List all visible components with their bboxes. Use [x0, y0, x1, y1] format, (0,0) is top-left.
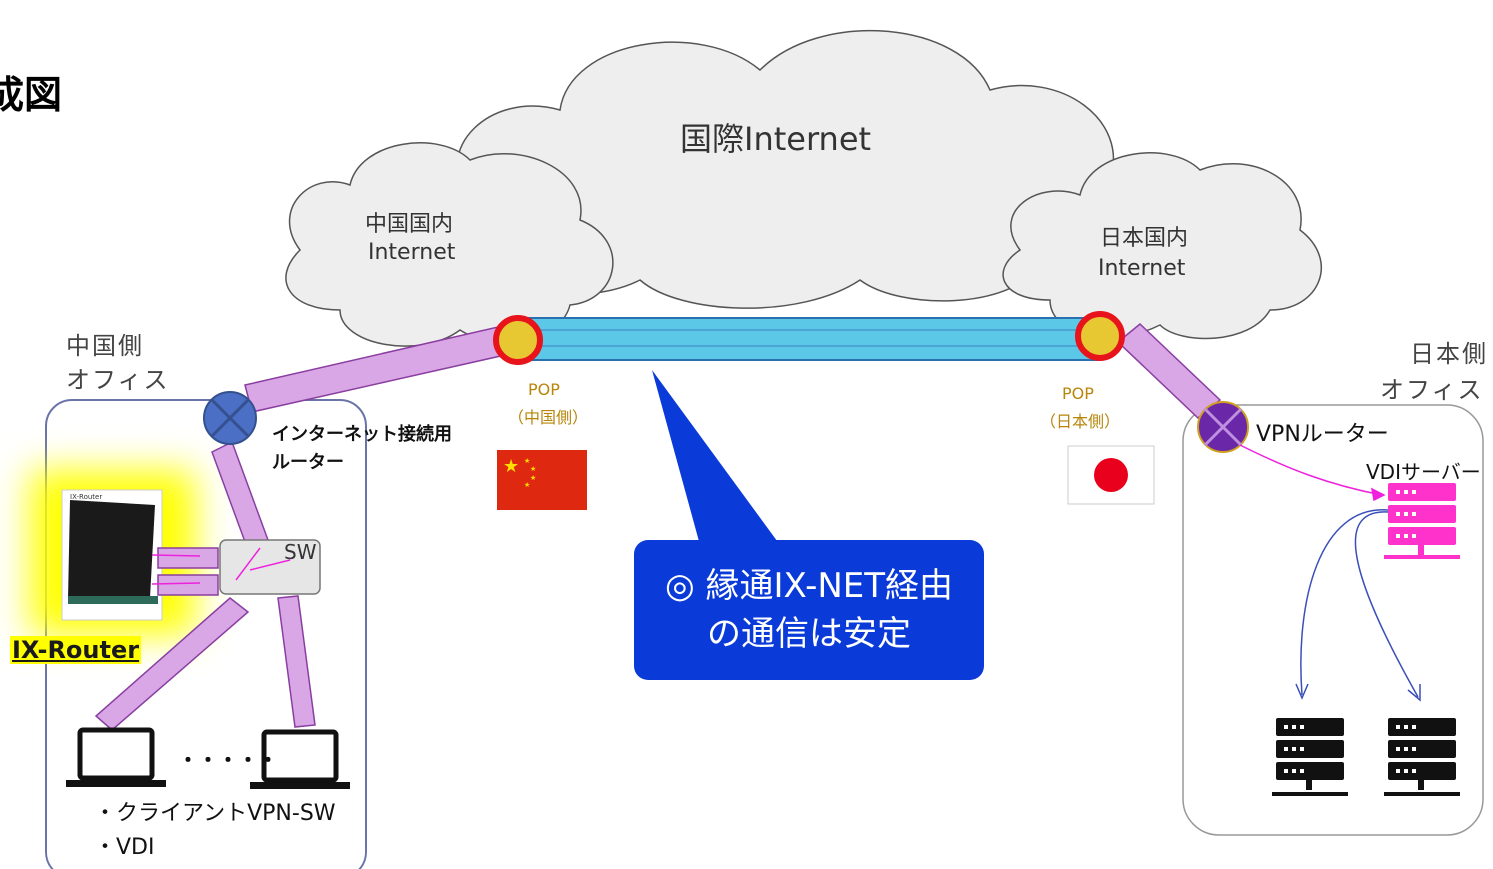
vpn-router-label: VPNルーター [1256, 422, 1389, 447]
pipe-sw-to-ixrouter-1 [157, 547, 219, 569]
japan-internet-label-2: Internet [1098, 256, 1186, 281]
internet-router-label-2: ルーター [272, 452, 344, 473]
ix-router-device-text: IX-Router [70, 493, 102, 501]
china-pop-label-2: （中国側） [508, 408, 589, 427]
stability-callout: ◎ 縁通IX-NET経由 の通信は安定 [634, 540, 984, 680]
server-icon-left [1272, 718, 1348, 796]
japan-flag [1067, 445, 1155, 505]
vpn-router-icon [1197, 401, 1249, 453]
switch-box [219, 539, 321, 595]
china-office-label-2: オフィス [66, 366, 170, 394]
international-internet-label: 国際Internet [680, 120, 872, 158]
vdi-server-label: VDIサーバー [1366, 460, 1481, 484]
client-ellipsis: ・・・・・ [178, 748, 278, 772]
ix-router-label: IX-Router [10, 636, 142, 664]
pipe-sw-to-ixrouter-2 [157, 574, 219, 596]
japan-pop-marker [1075, 311, 1125, 361]
switch-label: SW [284, 540, 317, 564]
china-internet-cloud [285, 142, 614, 347]
pipe-japan-pop-to-vpn [1116, 323, 1222, 419]
client-list-item-2: ・VDI [94, 835, 155, 860]
laptop-icon-left [66, 727, 166, 787]
switch-arrows [151, 547, 291, 585]
vdi-server-icon [1384, 483, 1460, 559]
china-pop-marker [493, 315, 543, 365]
internet-router-label-1: インターネット接続用 [272, 424, 452, 445]
china-pop-label-1: POP [528, 380, 560, 399]
callout-line-1: ◎ 縁通IX-NET経由 [664, 566, 954, 606]
vpn-to-vdi-arrow [1239, 444, 1386, 502]
callout-pointer [652, 370, 780, 545]
client-list-item-1: ・クライアントVPN-SW [94, 801, 336, 826]
ix-net-tunnel [519, 317, 1101, 361]
callout-line-2: の通信は安定 [707, 614, 911, 654]
server-icon-right [1384, 718, 1460, 796]
china-internet-label-2: Internet [368, 240, 456, 265]
japan-office-box [1182, 404, 1484, 836]
laptop-icon-right [250, 729, 350, 789]
svg-text:★: ★ [530, 474, 536, 482]
internet-router-icon [203, 391, 257, 445]
china-internet-label-1: 中国国内 [365, 212, 454, 237]
china-flag: ★ ★ ★ ★ ★ [497, 450, 587, 510]
japan-pop-label-1: POP [1062, 384, 1094, 403]
japan-office-label-1: 日本側 [1410, 340, 1488, 368]
japan-pop-label-2: （日本側） [1040, 412, 1121, 431]
svg-text:★: ★ [530, 465, 536, 473]
japan-office-label-2: オフィス [1380, 376, 1484, 404]
svg-text:★: ★ [524, 457, 530, 465]
page-title: 成図 [0, 73, 63, 117]
pipe-sw-to-client-right [277, 595, 316, 728]
svg-text:★: ★ [503, 456, 519, 477]
svg-text:★: ★ [524, 481, 530, 489]
vdi-to-servers-arrows [1295, 509, 1421, 702]
japan-internet-label-1: 日本国内 [1100, 226, 1189, 251]
pipe-router-to-sw [211, 440, 269, 552]
china-office-label-1: 中国側 [66, 332, 144, 360]
